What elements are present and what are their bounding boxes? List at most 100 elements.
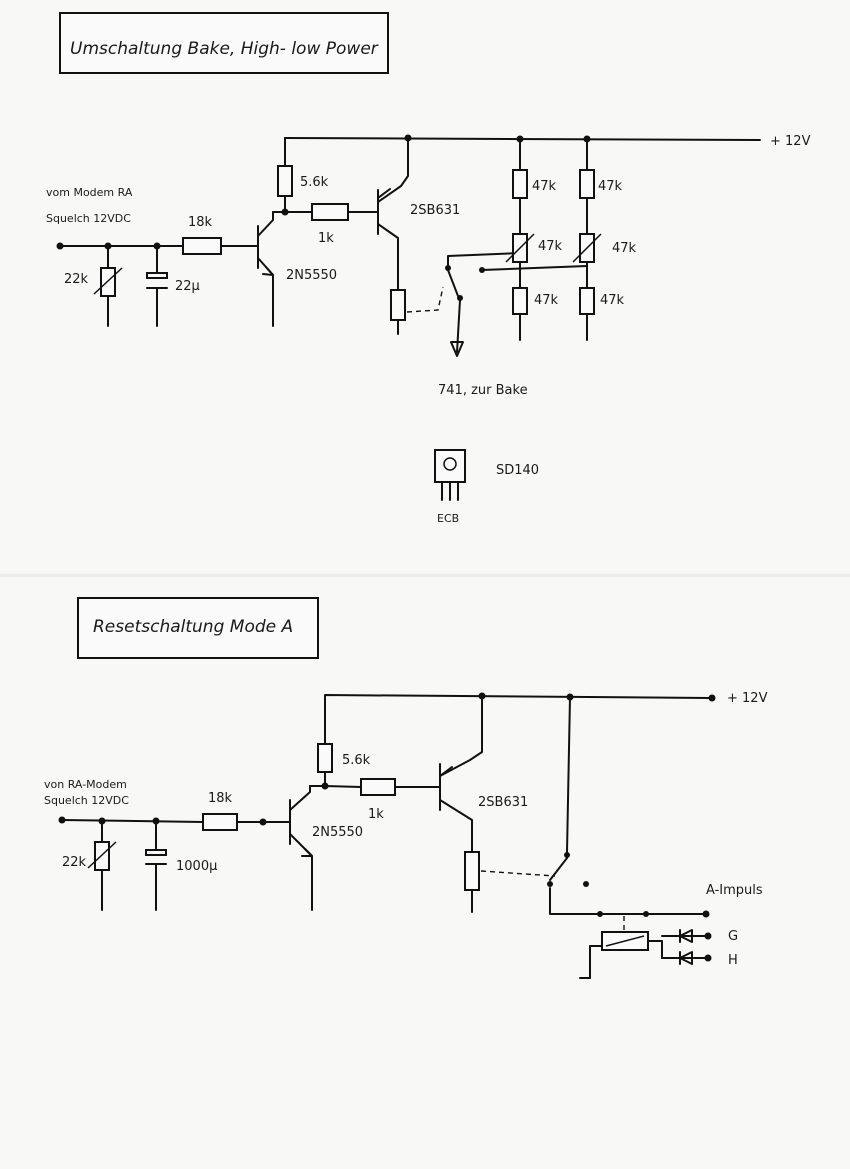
bottom-g-label: G bbox=[728, 929, 738, 944]
top-circuit: Umschaltung Bake, High- low Power + 12V … bbox=[46, 12, 811, 525]
top-resistor-coupling bbox=[311, 203, 349, 221]
top-npn-emitter-arrow bbox=[262, 266, 274, 276]
bottom-cap-input bbox=[145, 849, 167, 856]
bottom-switch-blade bbox=[549, 857, 568, 881]
bottom-switch-contact bbox=[547, 881, 553, 887]
top-pnp-transistor bbox=[377, 137, 409, 291]
top-title: Umschaltung Bake, High- low Power bbox=[70, 39, 379, 59]
bottom-out-impuls-label: A-Impuls bbox=[706, 883, 763, 898]
bottom-switch-contact bbox=[564, 852, 570, 858]
top-input-label: Squelch 12VDC bbox=[46, 212, 131, 225]
bottom-relay-coil bbox=[464, 851, 480, 891]
top-resistor-pullup bbox=[277, 165, 293, 197]
top-output-label: 741, zur Bake bbox=[438, 383, 528, 398]
bottom-pnp-label: 2SB631 bbox=[478, 795, 528, 810]
bottom-output-terminal bbox=[702, 910, 710, 918]
bottom-switch-wire bbox=[566, 696, 571, 853]
top-input-label: vom Modem RA bbox=[46, 186, 133, 199]
top-output-arrow bbox=[450, 341, 464, 357]
top-divider-2-top bbox=[579, 169, 595, 199]
top-resistor-pullup-label: 5.6k bbox=[300, 175, 329, 190]
bottom-npn-label: 2N5550 bbox=[312, 825, 363, 840]
top-switch-contact bbox=[445, 265, 451, 271]
top-divider-2-bot bbox=[579, 287, 595, 315]
top-divider-1-top-label: 47k bbox=[532, 179, 557, 194]
top-divider-2-bot-label: 47k bbox=[600, 293, 625, 308]
bottom-npn-emitter-arrow bbox=[301, 848, 313, 857]
bottom-pot-input-label: 22k bbox=[62, 855, 87, 870]
bottom-input-label: von RA-Modem bbox=[44, 778, 127, 791]
bottom-h-terminal bbox=[704, 954, 712, 962]
top-pnp-emitter-arrow bbox=[377, 188, 391, 199]
bottom-junction bbox=[597, 911, 603, 917]
top-package-label: SD140 bbox=[496, 463, 539, 478]
top-switch-contact bbox=[479, 267, 485, 273]
bottom-circuit: Resetschaltung Mode A + 12V von RA-Modem… bbox=[44, 597, 768, 979]
top-divider-1-pot-label: 47k bbox=[538, 239, 563, 254]
bottom-resistor-coupling-label: 1k bbox=[368, 807, 384, 822]
top-npn-transistor bbox=[257, 211, 274, 327]
top-output-wire bbox=[456, 299, 461, 353]
top-divider-1-bot bbox=[512, 287, 528, 315]
top-cap-input bbox=[146, 272, 168, 279]
bottom-pnp-transistor bbox=[439, 695, 483, 853]
bottom-diode-h bbox=[679, 951, 693, 965]
bottom-npn-transistor bbox=[289, 785, 313, 911]
top-switch-wire bbox=[447, 252, 521, 267]
top-package-hole bbox=[443, 457, 457, 471]
top-input-terminal bbox=[56, 242, 64, 250]
top-divider-2-pot-arrow bbox=[572, 233, 602, 263]
page-fold bbox=[0, 574, 850, 577]
top-relay-link bbox=[406, 286, 444, 313]
top-switch-contact bbox=[457, 295, 463, 301]
top-package-sketch bbox=[434, 449, 466, 483]
bottom-diode-g bbox=[679, 929, 693, 943]
top-pinout-label: ECB bbox=[437, 512, 459, 525]
top-supply-label: + 12V bbox=[770, 134, 811, 149]
bottom-coupling-wire bbox=[324, 785, 441, 788]
bottom-resistor-pullup-label: 5.6k bbox=[342, 753, 371, 768]
top-package-pins bbox=[441, 481, 459, 501]
top-divider-2-pot-label: 47k bbox=[612, 241, 637, 256]
bottom-supply-terminal bbox=[708, 694, 716, 702]
bottom-input-label: Squelch 12VDC bbox=[44, 794, 129, 807]
bottom-relay-link bbox=[480, 870, 556, 877]
top-switch-wire bbox=[481, 265, 588, 271]
bottom-resistor-base bbox=[202, 813, 238, 831]
bottom-reset-wire bbox=[647, 940, 663, 959]
bottom-title-box bbox=[77, 597, 319, 659]
bottom-input-wire bbox=[61, 819, 204, 823]
top-divider-1-top bbox=[512, 169, 528, 199]
bottom-h-label: H bbox=[728, 953, 738, 968]
top-pot-arrow bbox=[93, 267, 123, 295]
bottom-resistor-coupling bbox=[360, 778, 396, 796]
bottom-title: Resetschaltung Mode A bbox=[93, 617, 293, 637]
bottom-cap-input-label: 1000µ bbox=[176, 859, 217, 874]
bottom-supply-label: + 12V bbox=[727, 691, 768, 706]
bottom-diode-wire bbox=[661, 935, 707, 959]
top-divider-1-pot-arrow bbox=[505, 233, 535, 263]
top-pnp-label: 2SB631 bbox=[410, 203, 460, 218]
bottom-junction bbox=[643, 911, 649, 917]
bottom-g-terminal bbox=[704, 932, 712, 940]
top-cap-input-label: 22µ bbox=[175, 279, 200, 294]
bottom-input-terminal bbox=[58, 816, 66, 824]
top-resistor-base bbox=[182, 237, 222, 255]
bottom-junction bbox=[259, 818, 267, 826]
top-npn-label: 2N5550 bbox=[286, 268, 337, 283]
bottom-reset-relay-mark bbox=[605, 935, 645, 947]
top-pot-input-label: 22k bbox=[64, 272, 89, 287]
bottom-output-wire bbox=[549, 887, 705, 915]
bottom-reset-ground bbox=[579, 945, 603, 979]
top-resistor-coupling-label: 1k bbox=[318, 231, 334, 246]
bottom-switch-contact bbox=[583, 881, 589, 887]
bottom-resistor-base-label: 18k bbox=[208, 791, 233, 806]
top-divider-1-bot-label: 47k bbox=[534, 293, 559, 308]
top-divider-2-top-label: 47k bbox=[598, 179, 623, 194]
bottom-pnp-emitter-arrow bbox=[439, 766, 453, 777]
bottom-pot-arrow bbox=[87, 841, 117, 869]
top-relay-coil bbox=[390, 289, 406, 321]
top-resistor-base-label: 18k bbox=[188, 215, 213, 230]
